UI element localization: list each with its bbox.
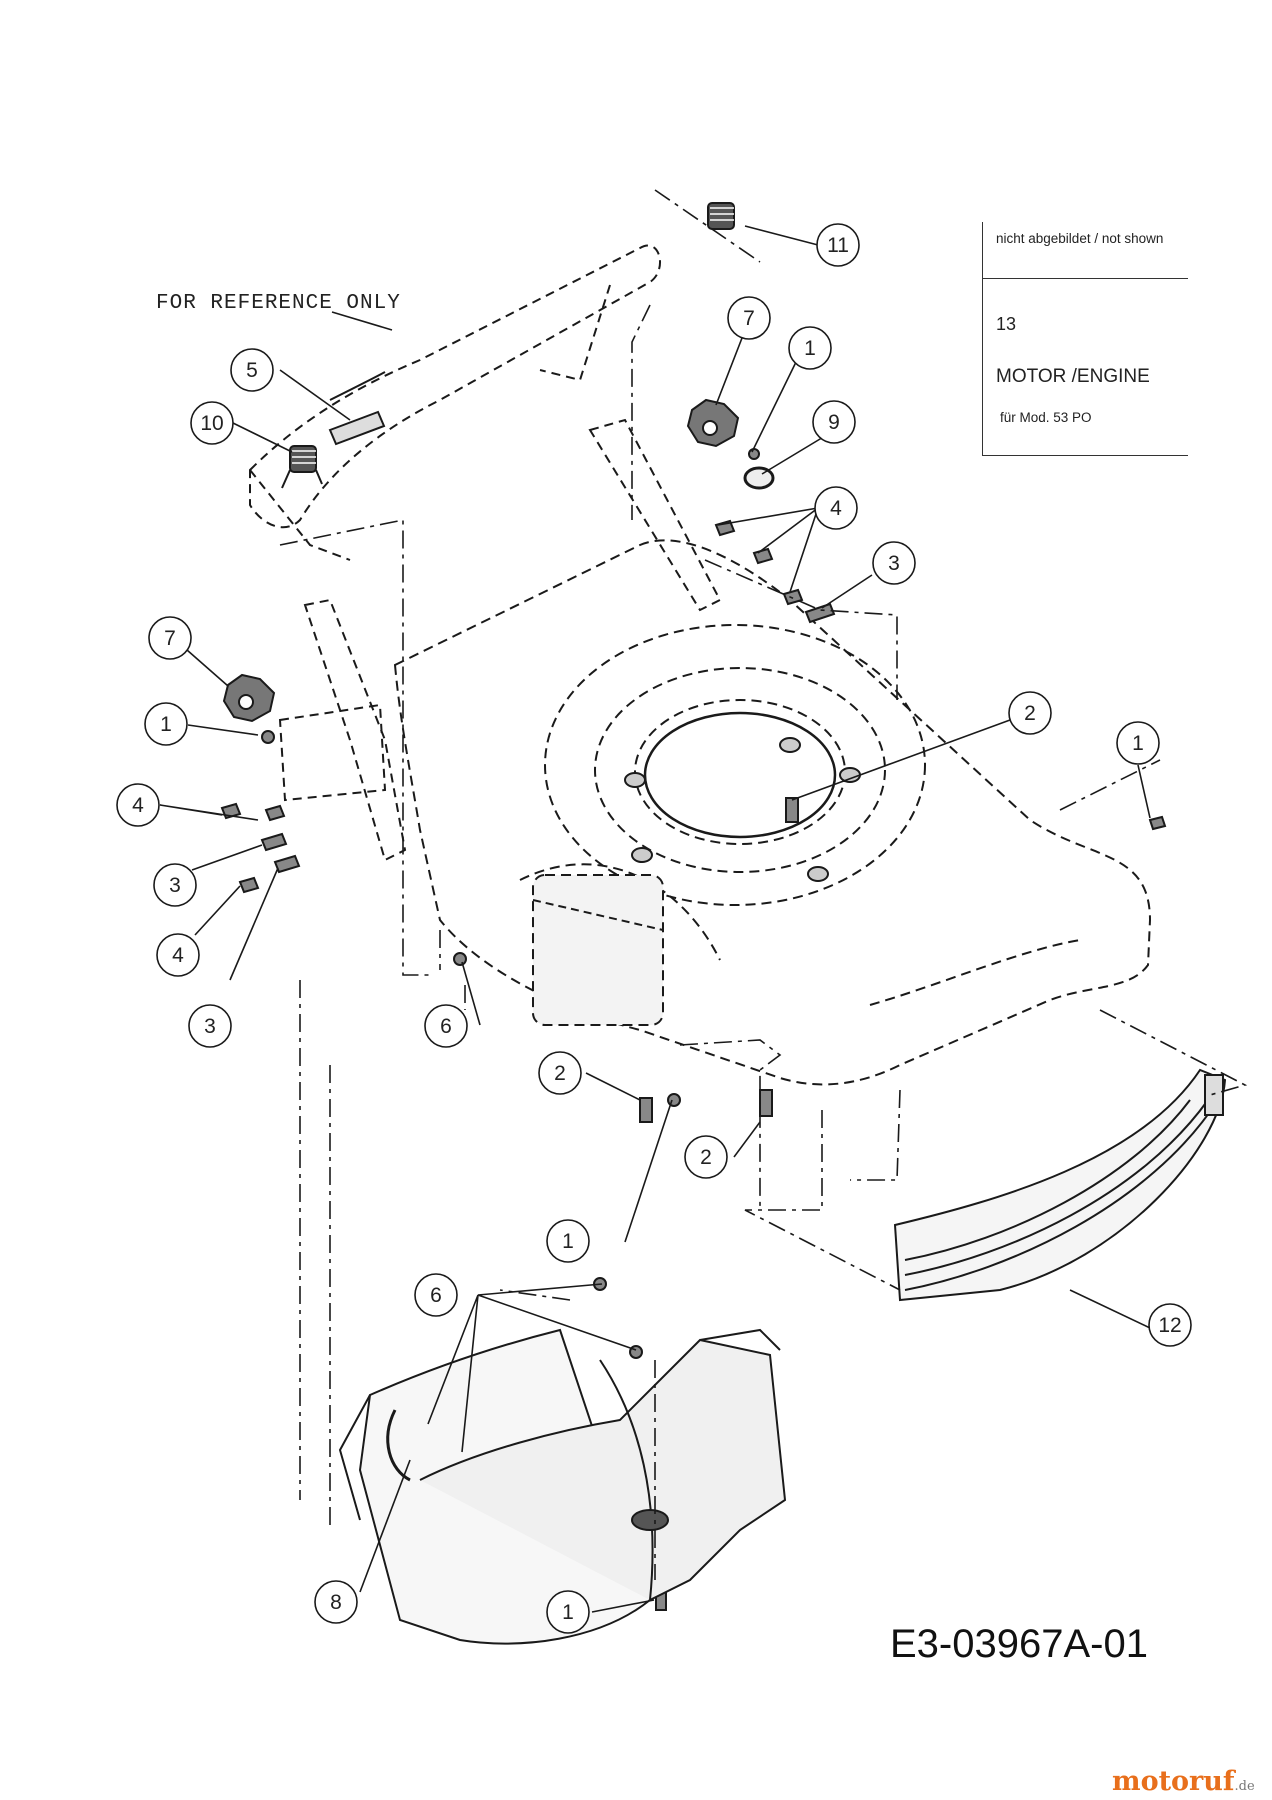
callout-3-right: 3 xyxy=(872,541,916,585)
callout-1-left: 1 xyxy=(144,702,188,746)
svg-text:12: 12 xyxy=(1158,1314,1181,1337)
callout-3-left: 3 xyxy=(153,863,197,907)
knob-part-7-right xyxy=(686,398,740,448)
svg-text:3: 3 xyxy=(888,552,900,575)
svg-text:1: 1 xyxy=(562,1230,574,1253)
mower-deck xyxy=(393,539,1152,1086)
callout-1-top: 1 xyxy=(788,326,832,370)
svg-text:2: 2 xyxy=(554,1062,566,1085)
svg-text:5: 5 xyxy=(246,359,258,382)
callout-11: 11 xyxy=(816,223,860,267)
right-handle-bracket xyxy=(588,418,722,612)
discharge-chute-part-8 xyxy=(338,1328,787,1645)
svg-text:1: 1 xyxy=(562,1601,574,1624)
left-handle-bracket xyxy=(278,598,407,862)
svg-text:3: 3 xyxy=(169,874,181,897)
callout-6-deck: 6 xyxy=(424,1004,468,1048)
pin-part-5 xyxy=(328,410,386,446)
deck-opening xyxy=(532,711,837,1026)
svg-text:7: 7 xyxy=(743,307,755,330)
part-name: MOTOR /ENGINE xyxy=(996,366,1150,387)
not-shown-label: nicht abgebildet / not shown xyxy=(996,231,1164,246)
callout-8: 8 xyxy=(314,1580,358,1624)
watermark-tld: .de xyxy=(1234,1779,1255,1794)
washer-part-9 xyxy=(743,466,775,490)
watermark-brand: motoruf xyxy=(1112,1766,1235,1797)
baffle-part-12 xyxy=(893,1068,1227,1302)
handle-bar xyxy=(249,244,661,561)
callout-7-left: 7 xyxy=(148,616,192,660)
callout-5: 5 xyxy=(230,348,274,392)
callout-4-left: 4 xyxy=(116,783,160,827)
callout-4-right: 4 xyxy=(814,486,858,530)
callout-6-chute: 6 xyxy=(414,1273,458,1317)
svg-text:2: 2 xyxy=(1024,702,1036,725)
callout-3-lower: 3 xyxy=(188,1004,232,1048)
deck-mount-bolts xyxy=(624,737,861,882)
callout-9: 9 xyxy=(812,400,856,444)
drawing-number: E3-03967A-01 xyxy=(890,1622,1148,1666)
svg-text:4: 4 xyxy=(172,944,184,967)
callout-leader-lines xyxy=(159,225,1151,1613)
callout-2-bottom-right: 2 xyxy=(684,1135,728,1179)
knob-part-7-left xyxy=(222,673,276,723)
spring-part-11 xyxy=(707,202,735,230)
svg-text:6: 6 xyxy=(440,1015,452,1038)
callout-10: 10 xyxy=(190,401,234,445)
svg-text:6: 6 xyxy=(430,1284,442,1307)
model-note: für Mod. 53 PO xyxy=(1000,410,1092,425)
callouts: 11 7 1 9 4 3 5 10 7 1 4 3 2 1 4 3 6 2 2 … xyxy=(116,223,1192,1634)
svg-text:1: 1 xyxy=(160,713,172,736)
svg-text:11: 11 xyxy=(827,234,849,257)
svg-text:7: 7 xyxy=(164,627,176,650)
svg-text:9: 9 xyxy=(828,411,840,434)
svg-text:4: 4 xyxy=(132,794,144,817)
svg-text:3: 3 xyxy=(204,1015,216,1038)
watermark-logo: motoruf.de xyxy=(1112,1766,1255,1797)
callout-7-top: 7 xyxy=(727,296,771,340)
callout-12: 12 xyxy=(1148,1303,1192,1347)
callout-1-deck-right: 1 xyxy=(1116,721,1160,765)
info-box-divider xyxy=(982,278,1188,279)
svg-text:1: 1 xyxy=(1132,732,1144,755)
svg-text:1: 1 xyxy=(804,337,816,360)
part-number: 13 xyxy=(996,314,1017,334)
callout-1-chute: 1 xyxy=(546,1590,590,1634)
fasteners xyxy=(220,448,1167,1611)
spring-part-10 xyxy=(281,445,323,489)
svg-text:4: 4 xyxy=(830,497,842,520)
callout-2-bottom-left: 2 xyxy=(538,1051,582,1095)
svg-text:10: 10 xyxy=(200,412,223,435)
info-box: nicht abgebildet / not shown 13 MOTOR /E… xyxy=(982,222,1188,456)
callout-2-deck: 2 xyxy=(1008,691,1052,735)
callout-4-lower: 4 xyxy=(156,933,200,977)
info-box-border xyxy=(982,222,983,456)
svg-text:2: 2 xyxy=(700,1146,712,1169)
callout-1-bottom: 1 xyxy=(546,1219,590,1263)
reference-note: FOR REFERENCE ONLY xyxy=(156,292,401,315)
info-box-bottom-border xyxy=(982,455,1188,456)
svg-text:8: 8 xyxy=(330,1591,342,1614)
